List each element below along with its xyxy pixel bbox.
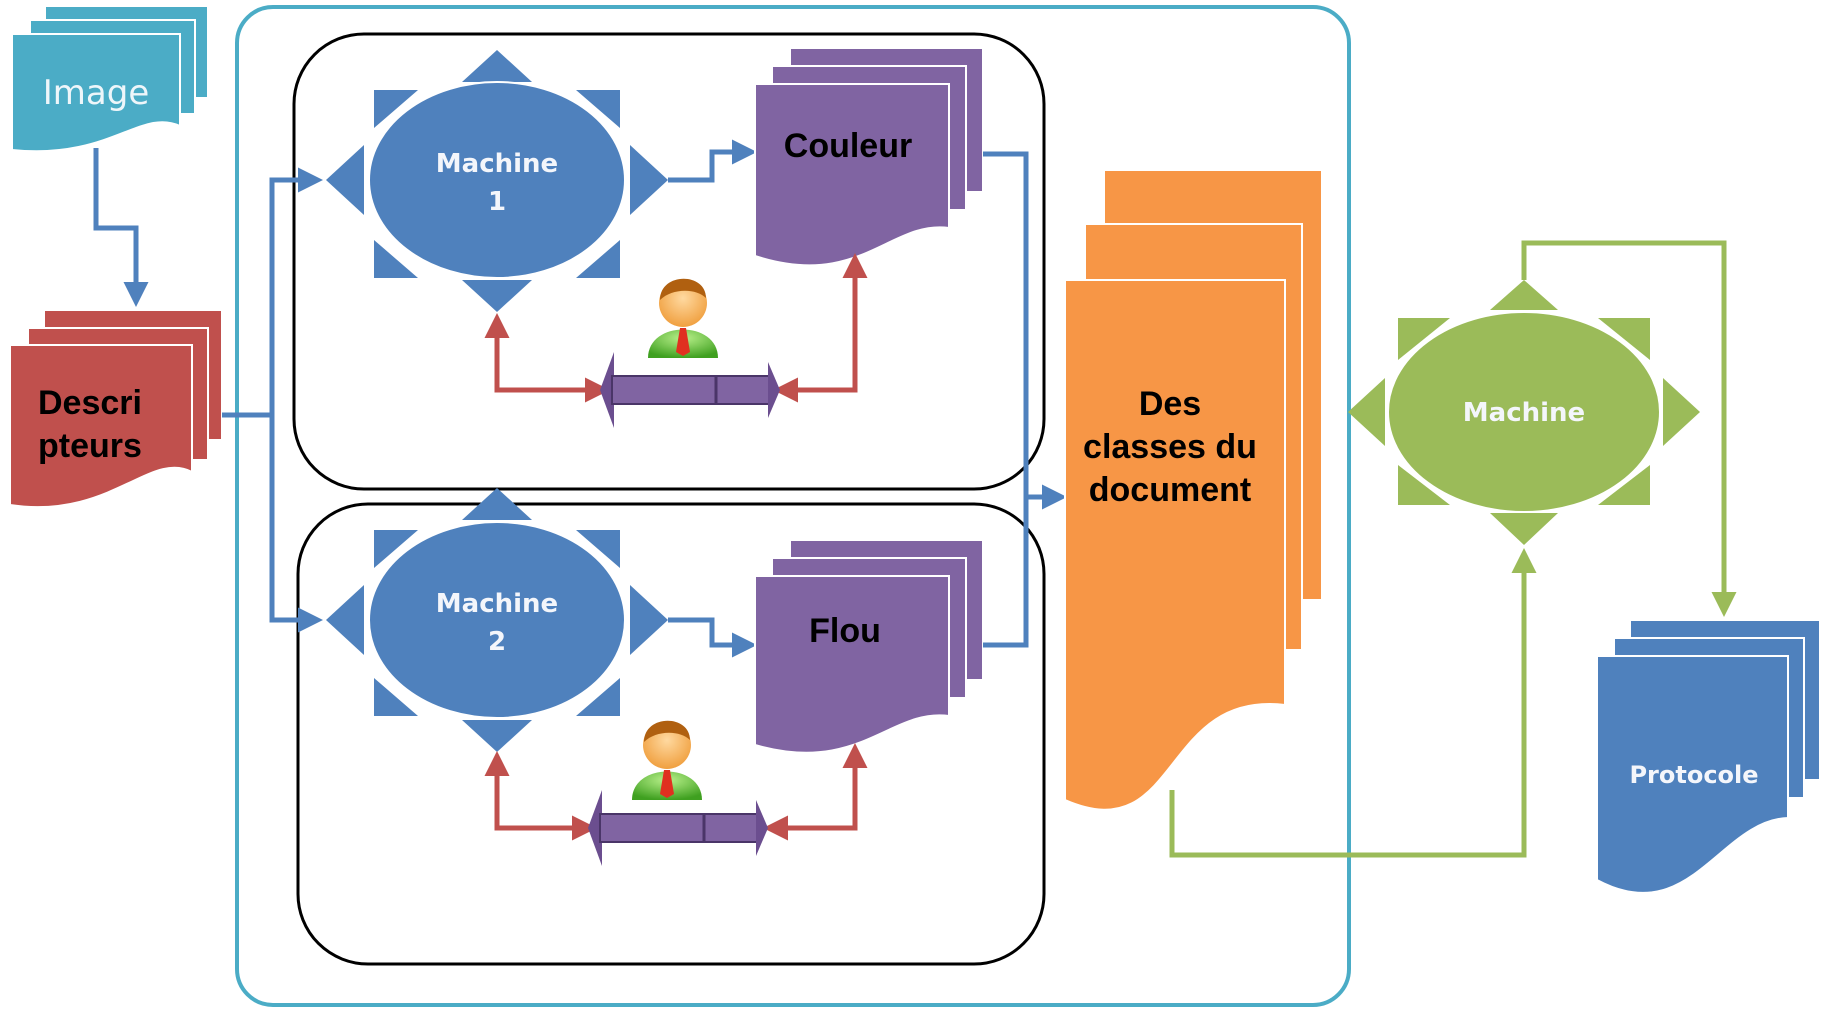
protocole-document: Protocole [1596,619,1821,894]
arrow-flou-to-classes [983,497,1029,648]
machine-1-label-line1: Machine [436,149,558,179]
slider-bar-icon [588,790,768,866]
descripteurs-label-line1: Descri [38,384,142,422]
arrow-machine1-to-couleur [668,139,757,183]
user-icon [632,720,702,800]
user-icon [648,278,718,358]
descripteurs-label-line2: pteurs [38,427,142,465]
image-label: Image [43,73,149,113]
arrow-descripteurs-to-machine2 [269,415,323,633]
final-machine-label: Machine [1463,398,1585,428]
outer-frame [235,5,1351,1007]
image-document: Image [11,5,209,153]
couleur-document: Couleur [754,47,984,267]
flou-document: Flou [754,539,984,754]
classes-label-line3: document [1089,471,1251,509]
machine-2-label-line2: 2 [488,627,506,657]
stage-box-1 [292,32,1046,491]
arrow-image-to-descripteurs [93,148,149,307]
descripteurs-document: Descri pteurs [9,309,223,508]
classes-document: Des classes du document [1064,169,1323,811]
machine-1-label-line2: 1 [488,187,506,217]
machine-2-label-line1: Machine [436,589,558,619]
classes-label-line2: classes du [1083,428,1257,466]
arrow-machine-to-protocole [1521,240,1737,617]
protocole-label: Protocole [1629,761,1758,789]
arrow-classes-to-machine [1169,548,1537,858]
classes-label-line1: Des [1139,385,1201,423]
slider-bar-icon [600,352,780,428]
arrow-machine2-to-flou [668,617,757,658]
feedback-loop-1 [484,253,868,428]
machine-2-node: Machine 2 [326,488,668,752]
flou-label: Flou [809,612,881,650]
arrow-descripteurs-to-machine1 [222,167,323,418]
final-machine-node: Machine [1348,280,1700,545]
stage-box-2 [296,502,1046,966]
arrow-couleur-to-classes [983,151,1067,510]
couleur-label: Couleur [784,127,912,165]
machine-1-node: Machine 1 [326,50,668,312]
feedback-loop-2 [484,720,868,866]
